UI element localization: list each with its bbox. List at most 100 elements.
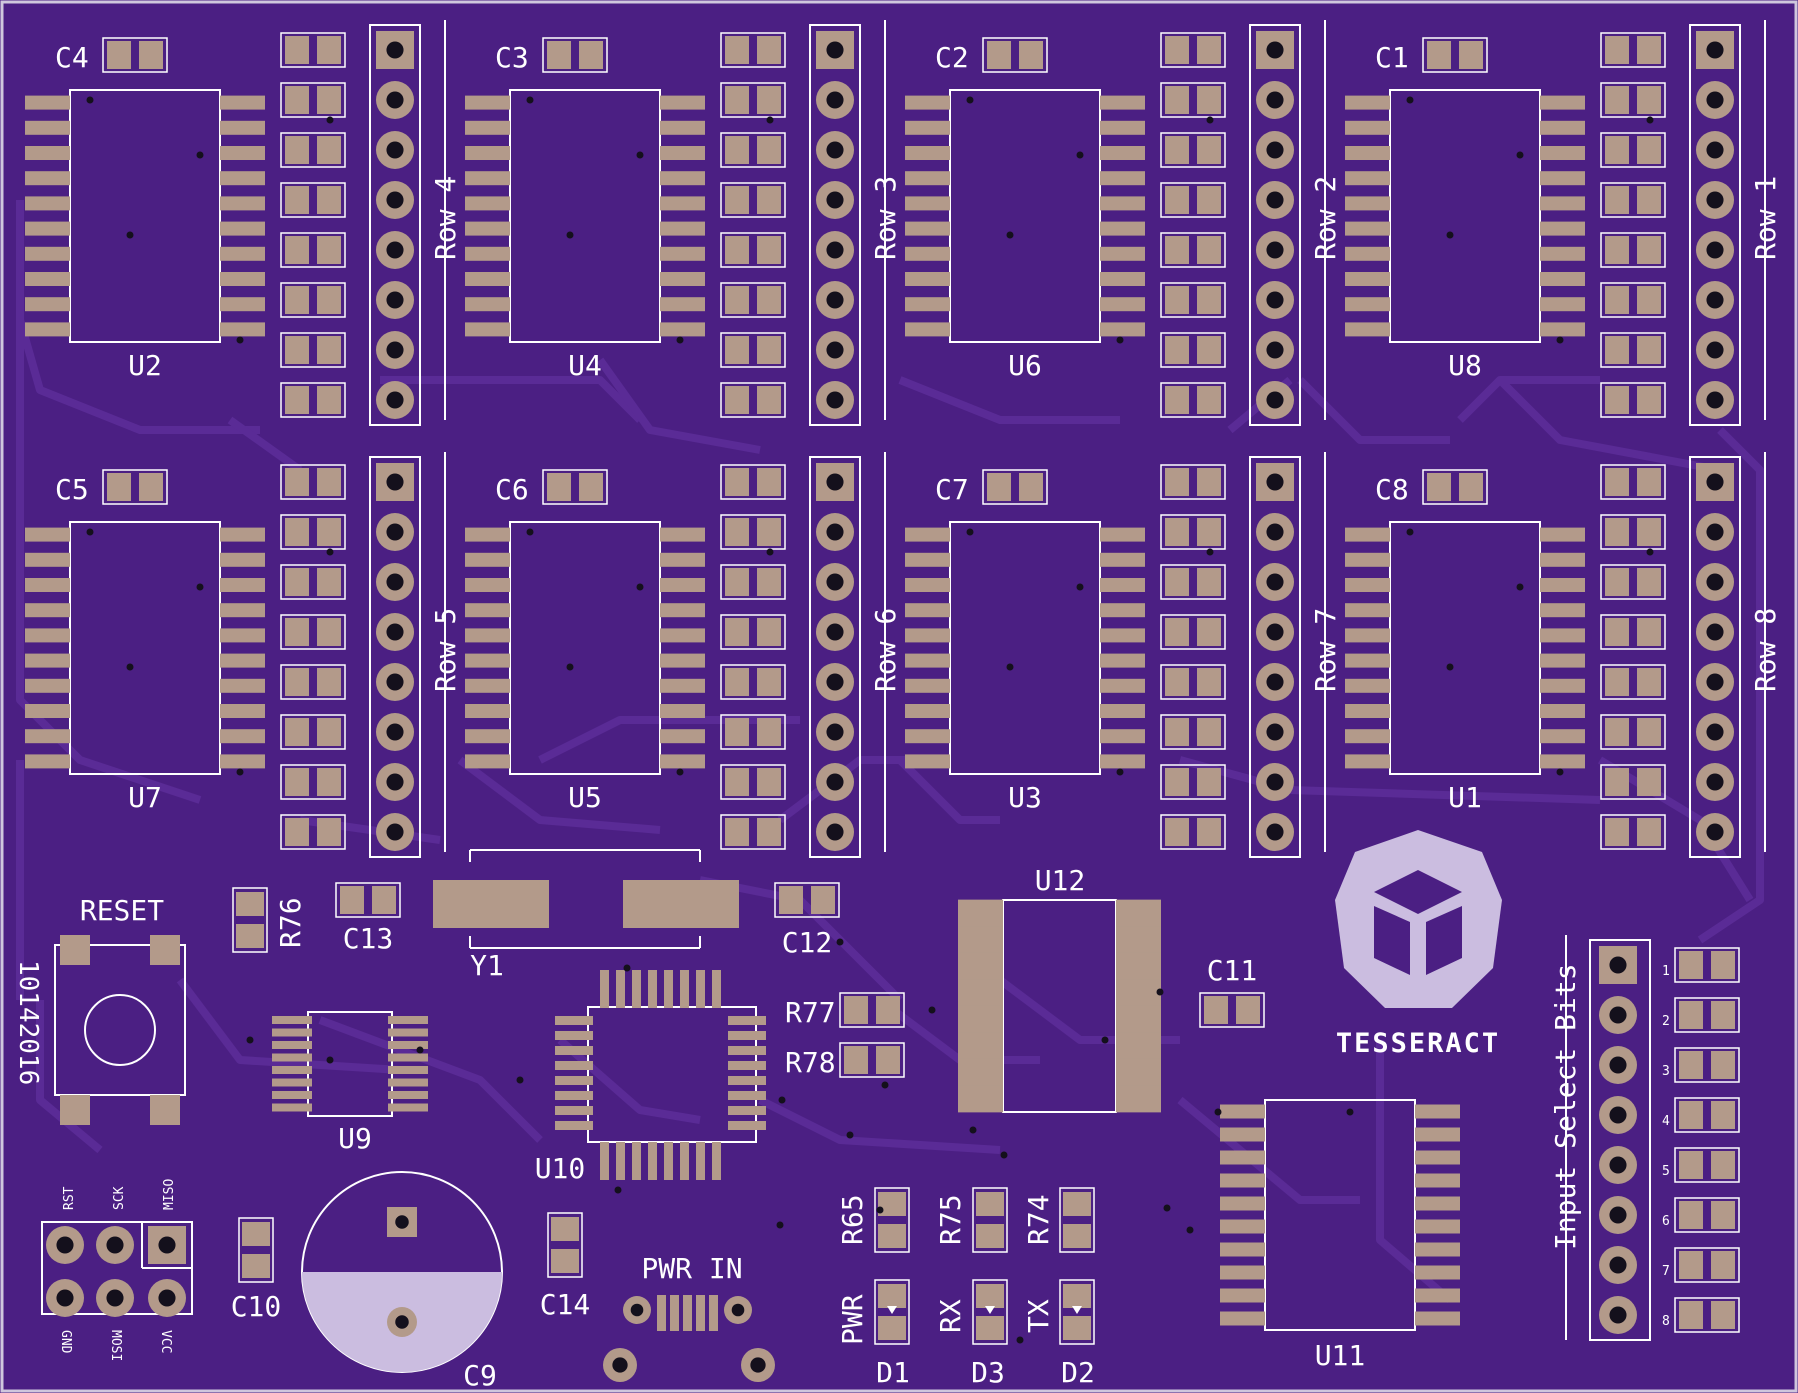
- row-resistor-pad: [317, 718, 341, 746]
- u7-pin: [220, 653, 265, 668]
- components: [25, 20, 1766, 1382]
- via: [1076, 151, 1084, 159]
- via: [516, 1076, 524, 1084]
- u12-pin: [1116, 1071, 1161, 1086]
- c7-outline: [982, 469, 1048, 505]
- row-resistor-pad: [317, 386, 341, 414]
- row-resistor-outline: [1600, 564, 1666, 600]
- u1-pin: [1345, 729, 1390, 744]
- u10-pin: [680, 1142, 689, 1180]
- row-resistor-pad: [1165, 468, 1189, 496]
- row-resistor-pad: [1165, 668, 1189, 696]
- row-resistor-pad: [725, 718, 749, 746]
- drill-hole: [386, 673, 404, 691]
- row-resistor-outline: [720, 232, 786, 268]
- u1-pin: [1345, 678, 1390, 693]
- input-bit-resistor-pad: [1711, 1051, 1735, 1079]
- via: [246, 1036, 254, 1044]
- isp-pin-label: MOSI: [108, 1330, 123, 1361]
- u2-pin: [220, 171, 265, 186]
- u3-label: U3: [1008, 781, 1042, 814]
- row-resistor-pad: [1605, 668, 1629, 696]
- u10-pin: [648, 970, 657, 1008]
- trace: [758, 1096, 1001, 1154]
- u3-pin: [1100, 603, 1145, 618]
- u6-pin: [905, 221, 950, 236]
- u2-pin: [25, 322, 70, 337]
- u11-pin: [1415, 1311, 1460, 1326]
- u7-pin: [25, 628, 70, 643]
- row-resistor-outline: [280, 82, 346, 118]
- via: [1206, 548, 1214, 556]
- via: [1646, 548, 1654, 556]
- row-resistor-pad: [285, 36, 309, 64]
- row-resistor-pad: [757, 618, 781, 646]
- u11-pin: [1415, 1242, 1460, 1257]
- row-resistor-outline: [720, 332, 786, 368]
- u11-pin: [1220, 1104, 1265, 1119]
- via: [966, 96, 974, 104]
- row-resistor-outline: [1160, 282, 1226, 318]
- drill-hole: [826, 473, 844, 491]
- u1-pin: [1540, 678, 1585, 693]
- u10-pin: [728, 1031, 766, 1040]
- c3-pad: [547, 41, 571, 69]
- c8-pad: [1459, 473, 1483, 501]
- row-resistor-pad: [1637, 286, 1661, 314]
- u4-pin: [660, 246, 705, 261]
- u3-pin: [905, 678, 950, 693]
- c3-label: C3: [495, 41, 529, 74]
- u11-body: [1264, 1099, 1416, 1331]
- u4-pin: [465, 297, 510, 312]
- u7-pin: [220, 578, 265, 592]
- c5-label: C5: [55, 473, 89, 506]
- row-resistor-pad: [317, 186, 341, 214]
- input-header-outline: [1589, 939, 1651, 1341]
- via: [846, 1131, 854, 1139]
- u7-pin: [220, 628, 265, 643]
- u8-label: U8: [1448, 349, 1482, 382]
- c10-outline: [238, 1217, 274, 1283]
- u2-pin: [220, 322, 265, 337]
- u3-pin: [1100, 678, 1145, 693]
- u11-pin: [1415, 1104, 1460, 1119]
- c5-outline: [102, 469, 168, 505]
- u6-pin: [905, 171, 950, 186]
- usb-pin: [683, 1295, 692, 1331]
- reset-button-actuator: [84, 994, 156, 1066]
- drill-hole: [1266, 141, 1284, 159]
- u2-pin: [220, 196, 265, 211]
- drill-hole: [1266, 673, 1284, 691]
- row-resistor-outline: [1160, 714, 1226, 750]
- row-resistor-outline: [1160, 514, 1226, 550]
- input-bit-resistor-outline: [1674, 1297, 1740, 1333]
- u9-pin: [272, 1041, 312, 1049]
- row-resistor-outline: [280, 564, 346, 600]
- u10-pin: [728, 1046, 766, 1055]
- u5-pin: [660, 653, 705, 668]
- row-resistor-pad: [1637, 568, 1661, 596]
- logo-cube-left: [1374, 906, 1410, 975]
- u10-pin: [555, 1031, 593, 1040]
- u12-pin: [1116, 1018, 1161, 1033]
- u8-pin: [1345, 146, 1390, 160]
- u12-pin: [1116, 939, 1161, 954]
- d2-outline: [1059, 1279, 1095, 1345]
- input-bit-label: 4: [1662, 1114, 1670, 1129]
- input-bit-label: 5: [1662, 1164, 1670, 1179]
- u5-pin: [465, 552, 510, 567]
- row-resistor-outline: [1600, 714, 1666, 750]
- u9-pin: [272, 1103, 312, 1112]
- input-bit-resistor-pad: [1679, 1151, 1703, 1179]
- c8-label: C8: [1375, 473, 1409, 506]
- row-resistor-pad: [1165, 336, 1189, 364]
- r75-pad: [976, 1192, 1004, 1216]
- row-resistor-outline: [720, 82, 786, 118]
- drill-hole: [826, 623, 844, 641]
- u11-pin: [1415, 1173, 1460, 1188]
- row-resistor-pad: [725, 286, 749, 314]
- row-resistor-pad: [725, 36, 749, 64]
- row-resistor-pad: [1605, 468, 1629, 496]
- row-resistor-pad: [757, 186, 781, 214]
- drill-hole: [386, 241, 404, 259]
